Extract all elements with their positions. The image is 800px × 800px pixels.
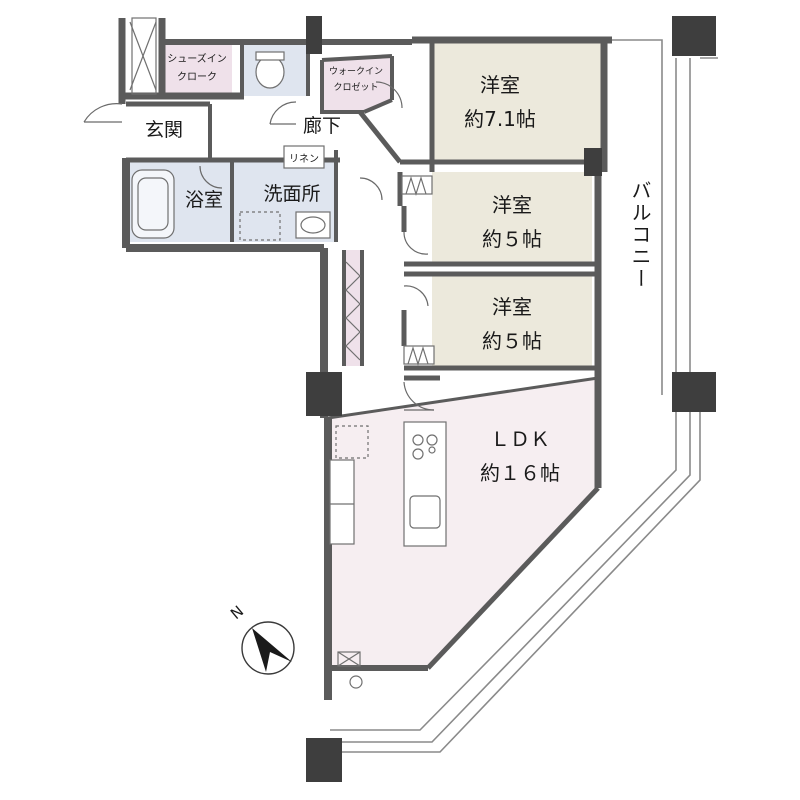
room-fills bbox=[126, 42, 604, 668]
western-room-3-size: 約５帖 bbox=[482, 329, 542, 353]
wash-basin bbox=[295, 211, 331, 239]
western-room-1-fill bbox=[432, 42, 604, 162]
western-room-1-size: 約7.1帖 bbox=[464, 107, 536, 131]
fixtures bbox=[129, 17, 447, 689]
western-room-1-name: 洋室 bbox=[480, 73, 520, 97]
walls bbox=[118, 18, 612, 700]
linen-shelf bbox=[283, 145, 325, 169]
ldk-fill bbox=[328, 378, 598, 668]
compass: N bbox=[227, 602, 295, 675]
hall-fill bbox=[344, 250, 362, 366]
bathtub bbox=[131, 169, 175, 239]
ldk-name: ＬＤＫ bbox=[490, 427, 550, 451]
doors bbox=[83, 81, 435, 411]
balcony-area bbox=[330, 39, 718, 753]
western-room-3-name: 洋室 bbox=[492, 295, 532, 319]
shoes-closet-fill bbox=[162, 42, 232, 96]
ldk-size: 約１６帖 bbox=[480, 461, 560, 485]
balcony-name: バルコニー bbox=[628, 180, 652, 290]
room-labels: 洋室 約7.1帖 洋室 約５帖 洋室 約５帖 ＬＤＫ 約１６帖 浴室 洗面所 玄… bbox=[145, 52, 652, 485]
washroom-name: 洗面所 bbox=[263, 183, 320, 205]
linen-name: リネン bbox=[289, 153, 319, 165]
walkin-closet-line1: ウォークイン bbox=[329, 66, 383, 77]
shoes-closet-line1: シューズイン bbox=[167, 52, 227, 65]
compass-label: N bbox=[227, 602, 247, 623]
columns bbox=[306, 16, 716, 782]
western-room-2-size: 約５帖 bbox=[482, 227, 542, 251]
western-room-2-name: 洋室 bbox=[492, 193, 532, 217]
western-room-3-fill bbox=[432, 274, 592, 368]
western-room-2-fill bbox=[432, 172, 592, 264]
bath-name: 浴室 bbox=[185, 189, 223, 211]
compass-needle bbox=[252, 628, 292, 672]
corridor-name: 廊下 bbox=[303, 115, 341, 137]
shoes-closet-line2: クローク bbox=[177, 71, 217, 83]
entrance-name: 玄関 bbox=[145, 119, 183, 141]
walkin-closet-fill bbox=[322, 56, 392, 112]
walkin-closet-line2: クロゼット bbox=[333, 81, 378, 93]
toilet bbox=[255, 55, 285, 89]
kitchen-island bbox=[403, 421, 447, 547]
